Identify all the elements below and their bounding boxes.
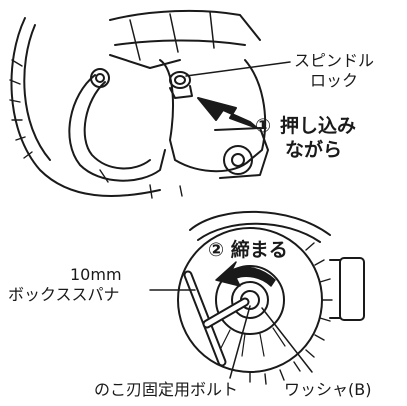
washer-label: ワッシャ(B) xyxy=(284,380,372,399)
step2-label: ② 締まる xyxy=(208,239,288,261)
rotation-arrow xyxy=(215,261,276,287)
step1-number: ① xyxy=(255,115,272,137)
spindle-lock-label-line2: ロック xyxy=(310,71,359,90)
wrench-name-label: ボックススパナ xyxy=(8,285,120,304)
spindle-lock-label-line1: スピンドル xyxy=(294,51,375,70)
step1-label-line1: 押し込み xyxy=(280,115,357,137)
blade-bolt-label: のこ刃固定用ボルト xyxy=(94,380,239,399)
wrench-size-label: 10mm xyxy=(70,265,122,284)
push-arrow xyxy=(197,97,258,129)
washer-ring xyxy=(231,281,269,319)
step1-label-line2: ながら xyxy=(285,139,343,161)
